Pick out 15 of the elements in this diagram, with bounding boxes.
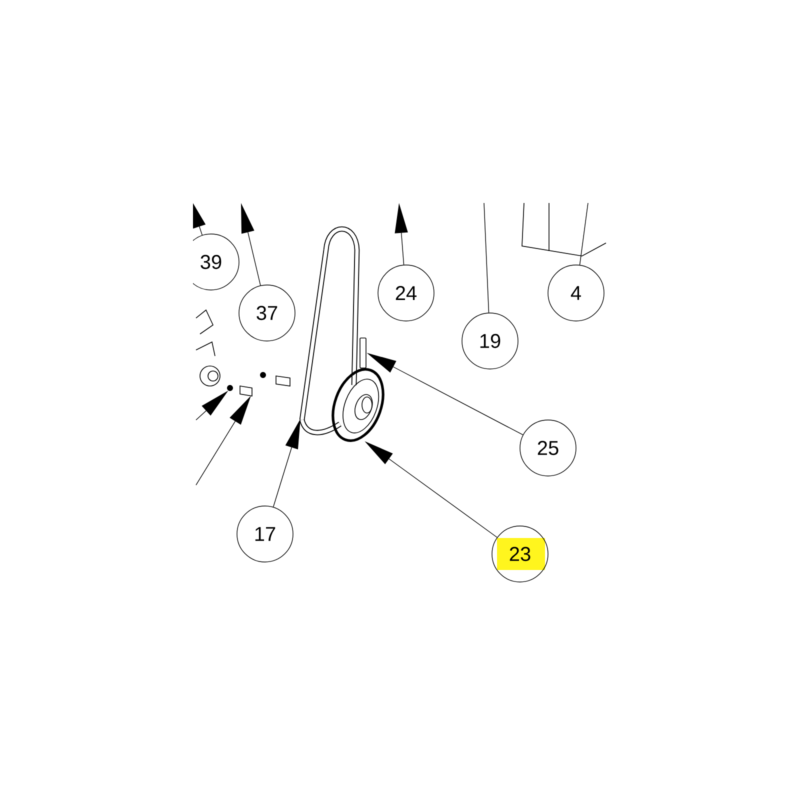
bolt-drawing <box>240 372 290 396</box>
callout-number: 39 <box>193 234 240 290</box>
callout-number: 19 <box>462 312 518 370</box>
callout-number: 17 <box>236 506 294 562</box>
callout-number: 4 <box>548 264 604 322</box>
key-box <box>360 338 366 368</box>
leader-line <box>579 203 588 266</box>
callout-number: 37 <box>238 284 296 342</box>
belt-drawing <box>299 226 360 436</box>
callout-number: 23 <box>492 526 548 582</box>
leader-line <box>484 203 490 314</box>
pulley-drawing <box>332 368 384 442</box>
callout-number: 24 <box>378 264 434 322</box>
nut-drawing <box>196 309 233 391</box>
callout-number: 25 <box>520 420 576 476</box>
